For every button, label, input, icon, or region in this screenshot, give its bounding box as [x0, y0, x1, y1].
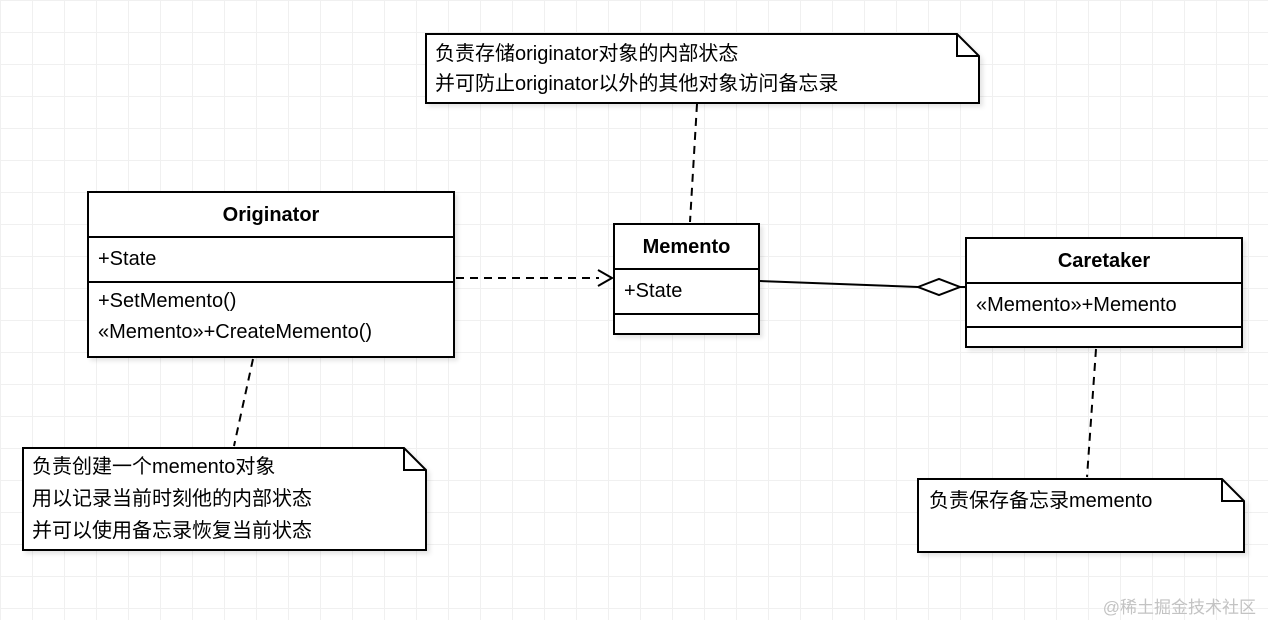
- note-shape: [22, 447, 427, 551]
- note-memento: 负责存储originator对象的内部状态 并可防止originator以外的其…: [425, 33, 980, 104]
- note-outline: [917, 478, 1245, 553]
- note-originator-text: 负责创建一个memento对象 用以记录当前时刻他的内部状态 并可以使用备忘录恢…: [22, 447, 427, 547]
- class-originator-methods: +SetMemento() «Memento»+CreateMemento(): [89, 283, 453, 356]
- class-memento-methods: [615, 315, 758, 333]
- note-fold-icon: [403, 448, 426, 471]
- attribute: +State: [98, 248, 157, 270]
- note-shape: [917, 478, 1245, 553]
- attribute: «Memento»+Memento: [976, 293, 1177, 316]
- attribute: +State: [624, 280, 683, 302]
- note-caretaker-text: 负责保存备忘录memento: [917, 478, 1245, 516]
- note-outline: [22, 447, 427, 551]
- note-line: 并可防止originator以外的其他对象访问备忘录: [435, 73, 839, 95]
- method: +SetMemento(): [98, 290, 237, 312]
- watermark: @稀土掘金技术社区: [1102, 598, 1256, 617]
- note-link-caretaker: [1086, 348, 1097, 478]
- class-caretaker-title: Caretaker: [967, 239, 1241, 284]
- note-shape: [425, 33, 980, 104]
- class-originator: Originator +State +SetMemento() «Memento…: [87, 191, 455, 358]
- note-link-originator: [233, 358, 254, 447]
- note-line: 负责创建一个memento对象: [32, 456, 276, 478]
- class-caretaker: Caretaker «Memento»+Memento: [965, 237, 1243, 348]
- note-link-memento: [689, 103, 698, 223]
- note-originator: 负责创建一个memento对象 用以记录当前时刻他的内部状态 并可以使用备忘录恢…: [22, 447, 427, 551]
- note-fold-icon: [956, 34, 979, 57]
- class-originator-title: Originator: [89, 193, 453, 238]
- note-line: 用以记录当前时刻他的内部状态: [32, 488, 312, 510]
- class-memento-title: Memento: [615, 225, 758, 270]
- class-memento-attributes: +State: [615, 270, 758, 315]
- dependency-arrowhead: [597, 269, 615, 287]
- note-caretaker: 负责保存备忘录memento: [917, 478, 1245, 553]
- method: «Memento»+CreateMemento(): [98, 321, 373, 343]
- class-originator-attributes: +State: [89, 238, 453, 283]
- note-memento-text: 负责存储originator对象的内部状态 并可防止originator以外的其…: [425, 33, 980, 99]
- aggregation-line-memento-caretaker: [759, 280, 919, 288]
- note-line: 并可以使用备忘录恢复当前状态: [32, 520, 312, 542]
- note-fold-icon: [1221, 479, 1244, 502]
- note-line: 负责保存备忘录memento: [929, 490, 1153, 512]
- class-caretaker-methods: [967, 328, 1241, 346]
- aggregation-diamond: [915, 277, 963, 297]
- note-outline: [425, 33, 980, 104]
- class-caretaker-attributes: «Memento»+Memento: [967, 284, 1241, 328]
- class-memento: Memento +State: [613, 223, 760, 335]
- note-line: 负责存储originator对象的内部状态: [435, 43, 739, 65]
